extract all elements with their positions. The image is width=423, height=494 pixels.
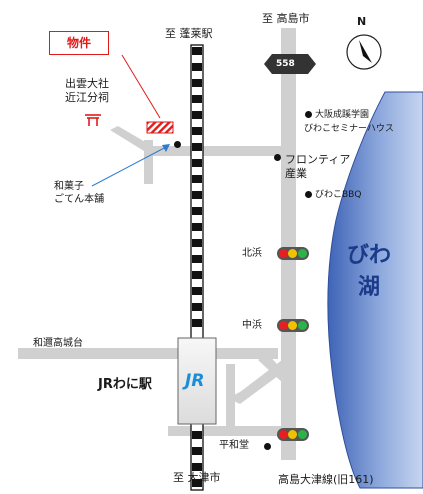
wagashi-marker [174,141,181,148]
railway-tie [192,175,202,183]
railway-ties [192,47,202,487]
railway-tie [192,431,202,439]
road-shrine-stub [144,140,153,184]
jr-wani-station-building [177,337,217,425]
traffic-signal-nakahama [277,319,309,332]
route-558-label: 558 [276,59,295,69]
frontier-marker [274,154,281,161]
label-takashima-otsu-line: 高島大津線(旧161) [278,473,374,486]
railway-tie [192,255,202,263]
heiwado-marker [264,443,271,450]
property-leader-line [121,54,161,119]
lake-biwa-shape [327,91,423,489]
railway-tie [192,127,202,135]
torii-icon [85,114,101,126]
label-frontier: フロンティア 産業 [285,153,351,180]
signal-yellow-lamp [288,430,298,439]
railway-tie [192,319,202,327]
railway-tie [192,63,202,71]
signal-green-lamp [297,430,307,439]
label-lake-biwa: びわ 湖 [347,243,392,300]
label-to-takashimashi: 至 高島市 [262,12,310,25]
property-label-box: 物件 [49,31,109,55]
railway-tie [192,223,202,231]
osaka-seikei-marker [305,111,312,118]
railway-tie [192,287,202,295]
label-biwako-bbq: びわこBBQ [315,190,362,200]
label-to-horaieki: 至 蓬莱駅 [165,27,213,40]
road-station-diagonal-2 [228,360,286,404]
property-label: 物件 [66,36,91,50]
railway-tie [192,79,202,87]
road-frontier [150,146,285,156]
label-jr-wani-station: JRわに駅 [98,377,152,392]
wagashi-leader-line [91,145,169,187]
railway-tie [192,159,202,167]
label-osaka-seikei: 大阪成蹊学園 [315,110,370,120]
railway-tie [192,95,202,103]
signal-red-lamp [279,430,289,439]
signal-red-lamp [279,249,289,258]
road-station-vertical [226,364,235,426]
road-takashirodai [18,348,278,359]
label-nakahama: 中浜 [242,320,262,331]
railway-tie [192,447,202,455]
railway-tie [192,207,202,215]
signal-green-lamp [297,321,307,330]
traffic-signal-kitahama [277,247,309,260]
highway-road [281,28,296,460]
jr-logo: JR [185,371,205,391]
north-label: N [357,15,367,28]
route-558-badge [264,54,316,74]
railway-tie [192,271,202,279]
signal-green-lamp [297,249,307,258]
label-heiwado: 平和堂 [219,440,249,451]
north-arrow-icon [359,40,372,63]
label-shrine: 出雲大社 近江分祠 [65,77,109,104]
label-to-otsushi: 至 大津市 [173,471,221,484]
biwako-bbq-marker [305,191,312,198]
railway-tie [192,463,202,471]
signal-yellow-lamp [288,249,298,258]
property-marker [146,121,174,134]
signal-yellow-lamp [288,321,298,330]
railway-tie [192,303,202,311]
label-kitahama: 北浜 [242,248,262,259]
railway-tie [192,111,202,119]
traffic-signal-heiwado [277,428,309,441]
label-biwako-seminar-house: びわこセミナーハウス [304,124,394,134]
wagashi-arrow-head [162,144,170,152]
signal-red-lamp [279,321,289,330]
railway-tie [192,47,202,55]
road-heiwado [168,426,286,436]
railway-tie [192,143,202,151]
railway-tie [192,191,202,199]
label-wani-takashirodai: 和邇高城台 [33,338,83,349]
label-wagashi: 和菓子 ごてん本舗 [54,181,105,205]
railway-tie [192,479,202,487]
road-shrine-diagonal [110,126,152,156]
railway-tie [192,239,202,247]
